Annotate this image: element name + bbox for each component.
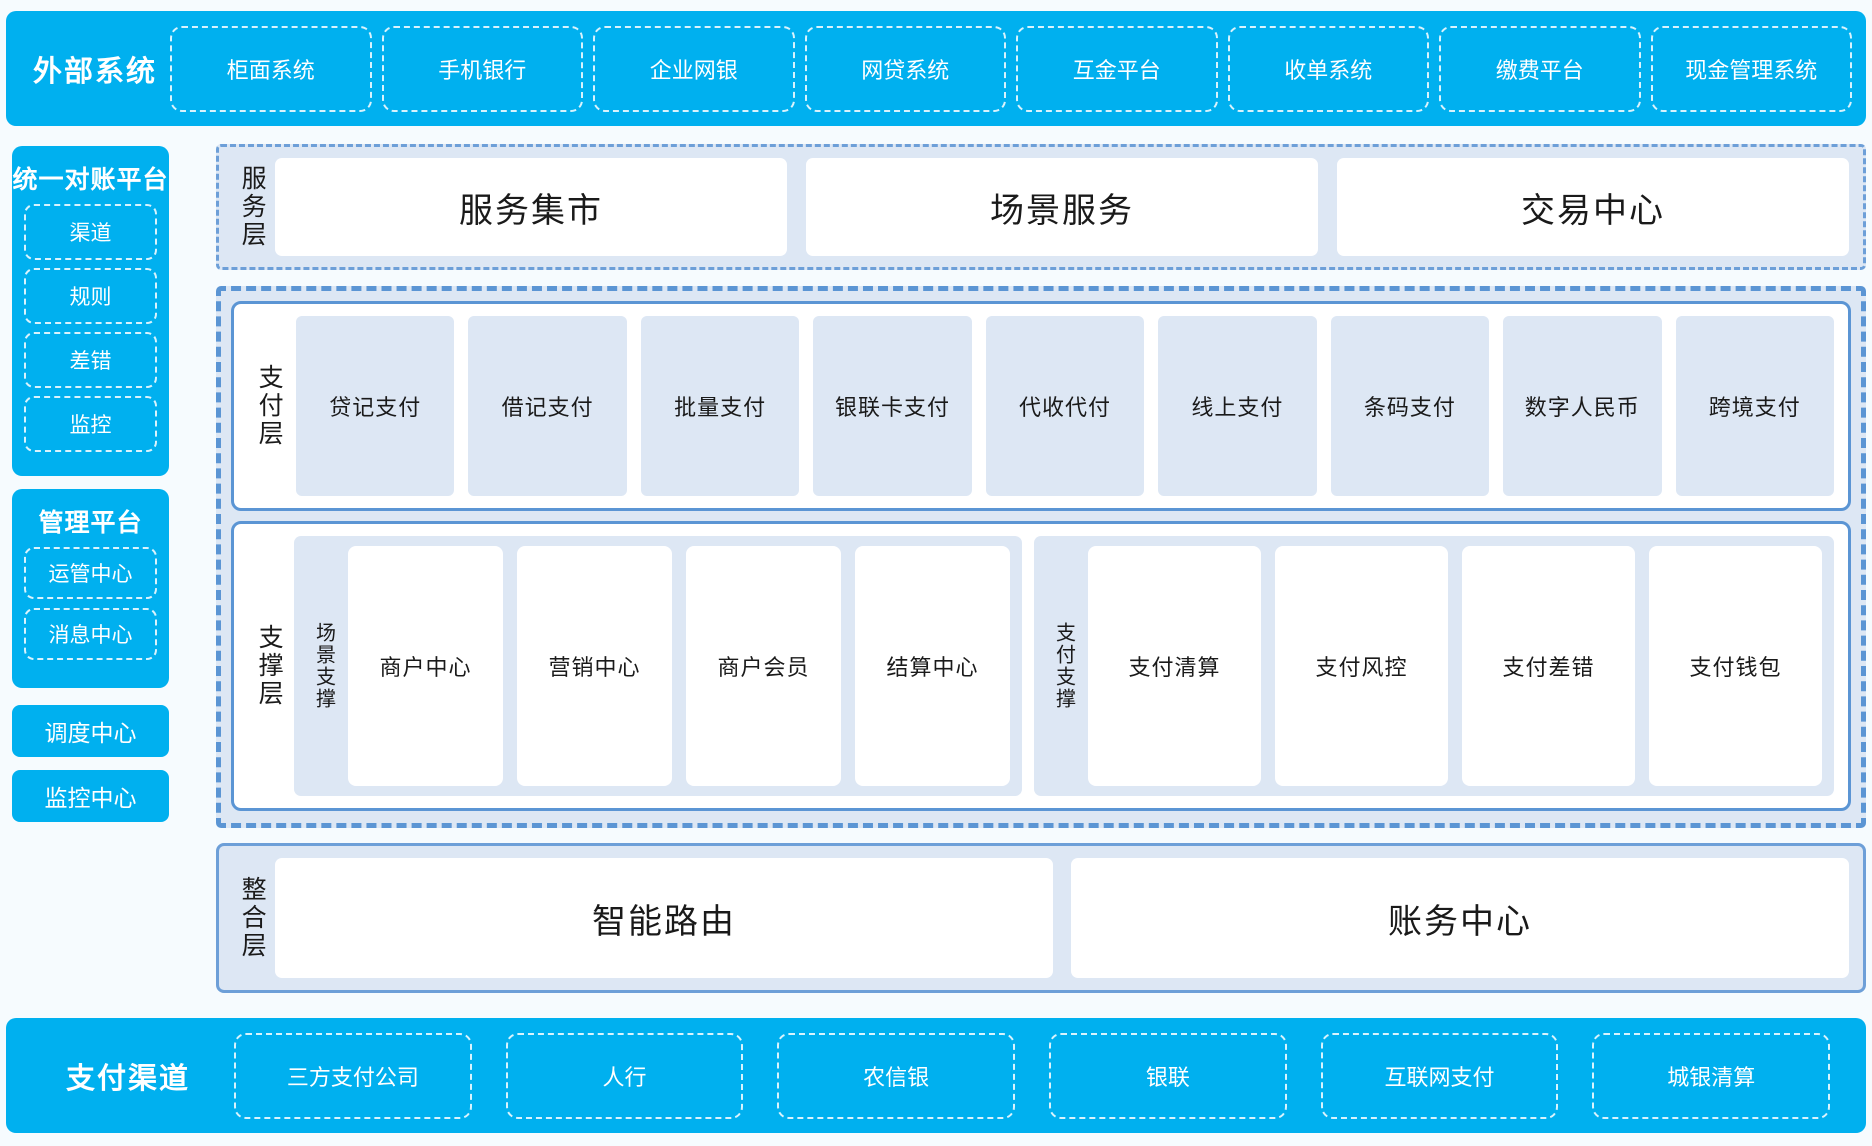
reconcile-item-monitor[interactable]: 监控 [24, 396, 157, 452]
external-system-item-3[interactable]: 网贷系统 [804, 25, 1006, 112]
external-systems-title: 外部系统 [32, 55, 157, 88]
reconcile-platform-title: 统一对账平台 [12, 166, 169, 194]
pay-support-item-0[interactable]: 支付清算 [1088, 546, 1261, 786]
pay-item-1[interactable]: 借记支付 [468, 316, 627, 496]
reconcile-item-rule[interactable]: 规则 [24, 268, 157, 324]
support-layer-groups: 场景支撑 商户中心 营销中心 商户会员 结算中心 支付支撑 支付清算 支付风控 … [290, 536, 1834, 796]
pay-support-group: 支付支撑 支付清算 支付风控 支付差错 支付钱包 [1034, 536, 1834, 796]
service-item-transaction[interactable]: 交易中心 [1337, 158, 1849, 256]
pay-support-label: 支付支撑 [1052, 622, 1075, 710]
external-system-item-4[interactable]: 互金平台 [1016, 25, 1218, 112]
service-layer-label: 服务层 [238, 165, 267, 249]
manage-item-operation-center[interactable]: 运管中心 [24, 547, 157, 599]
reconcile-item-channel[interactable]: 渠道 [24, 204, 157, 260]
manage-platform-title: 管理平台 [38, 509, 143, 537]
service-item-scene[interactable]: 场景服务 [806, 158, 1318, 256]
pay-item-8[interactable]: 跨境支付 [1675, 316, 1834, 496]
integration-layer-label: 整合层 [238, 876, 267, 960]
pay-support-items: 支付清算 支付风控 支付差错 支付钱包 [1080, 546, 1822, 786]
payment-channel-item-5[interactable]: 城银清算 [1592, 1032, 1831, 1119]
scene-item-3[interactable]: 结算中心 [855, 546, 1010, 786]
pay-item-6[interactable]: 条码支付 [1330, 316, 1490, 496]
manage-item-message-center[interactable]: 消息中心 [24, 608, 157, 660]
payment-channel-title: 支付渠道 [65, 1062, 190, 1095]
pay-layer-section: 支付层 贷记支付 借记支付 批量支付 银联卡支付 代收代付 线上支付 条码支付 … [231, 301, 1851, 511]
external-system-item-5[interactable]: 收单系统 [1227, 25, 1429, 112]
pay-item-5[interactable]: 线上支付 [1158, 316, 1317, 496]
payment-channel-item-0[interactable]: 三方支付公司 [234, 1032, 472, 1119]
payment-channel-list: 三方支付公司 人行 农信银 银联 互联网支付 城银清算 [234, 1032, 1850, 1119]
scene-support-group: 场景支撑 商户中心 营销中心 商户会员 结算中心 [294, 536, 1022, 796]
monitor-center-button[interactable]: 监控中心 [12, 770, 169, 822]
payment-channel-item-4[interactable]: 互联网支付 [1320, 1032, 1559, 1119]
manage-platform-panel: 管理平台 运管中心 消息中心 [12, 489, 169, 688]
pay-item-0[interactable]: 贷记支付 [296, 316, 455, 496]
scene-item-2[interactable]: 商户会员 [686, 546, 841, 786]
pay-item-2[interactable]: 批量支付 [640, 316, 800, 496]
pay-support-item-1[interactable]: 支付风控 [1275, 546, 1448, 786]
external-system-item-7[interactable]: 现金管理系统 [1650, 25, 1852, 112]
scene-item-0[interactable]: 商户中心 [348, 546, 503, 786]
dispatch-center-button[interactable]: 调度中心 [12, 705, 169, 757]
scene-item-1[interactable]: 营销中心 [517, 546, 672, 786]
external-systems-list: 柜面系统 手机银行 企业网银 网贷系统 互金平台 收单系统 缴费平台 现金管理系… [170, 25, 1852, 112]
scene-support-label: 场景支撑 [312, 622, 335, 710]
scene-support-items: 商户中心 营销中心 商户会员 结算中心 [340, 546, 1010, 786]
integration-item-accounting-center[interactable]: 账务中心 [1071, 858, 1849, 978]
external-system-item-6[interactable]: 缴费平台 [1439, 25, 1641, 112]
payment-channel-item-1[interactable]: 人行 [505, 1032, 744, 1119]
pay-support-item-2[interactable]: 支付差错 [1462, 546, 1635, 786]
support-layer-label: 支撑层 [255, 624, 284, 708]
integration-item-smart-routing[interactable]: 智能路由 [275, 858, 1053, 978]
external-systems-bar: 外部系统 柜面系统 手机银行 企业网银 网贷系统 互金平台 收单系统 缴费平台 … [6, 11, 1866, 126]
pay-item-7[interactable]: 数字人民币 [1503, 316, 1662, 496]
core-platform-block: 支付层 贷记支付 借记支付 批量支付 银联卡支付 代收代付 线上支付 条码支付 … [216, 286, 1866, 828]
pay-item-3[interactable]: 银联卡支付 [813, 316, 972, 496]
integration-layer-items: 智能路由 账务中心 [275, 858, 1849, 978]
payment-channel-item-2[interactable]: 农信银 [777, 1032, 1016, 1119]
service-layer-items: 服务集市 场景服务 交易中心 [275, 158, 1849, 256]
external-system-item-2[interactable]: 企业网银 [593, 25, 795, 112]
pay-layer-label: 支付层 [255, 364, 284, 448]
payment-channel-bar: 支付渠道 三方支付公司 人行 农信银 银联 互联网支付 城银清算 [6, 1018, 1866, 1133]
reconcile-item-error[interactable]: 差错 [24, 332, 157, 388]
integration-layer-section: 整合层 智能路由 账务中心 [216, 843, 1866, 993]
payment-channel-item-3[interactable]: 银联 [1049, 1032, 1287, 1119]
pay-support-item-3[interactable]: 支付钱包 [1649, 546, 1822, 786]
pay-item-4[interactable]: 代收代付 [985, 316, 1145, 496]
external-system-item-0[interactable]: 柜面系统 [170, 25, 372, 112]
support-layer-section: 支撑层 场景支撑 商户中心 营销中心 商户会员 结算中心 支付支撑 支付清算 [231, 521, 1851, 811]
external-system-item-1[interactable]: 手机银行 [381, 25, 583, 112]
reconcile-platform-panel: 统一对账平台 渠道 规则 差错 监控 [12, 146, 169, 476]
service-item-market[interactable]: 服务集市 [275, 158, 787, 256]
service-layer-section: 服务层 服务集市 场景服务 交易中心 [216, 144, 1866, 270]
pay-layer-items: 贷记支付 借记支付 批量支付 银联卡支付 代收代付 线上支付 条码支付 数字人民… [290, 316, 1834, 496]
